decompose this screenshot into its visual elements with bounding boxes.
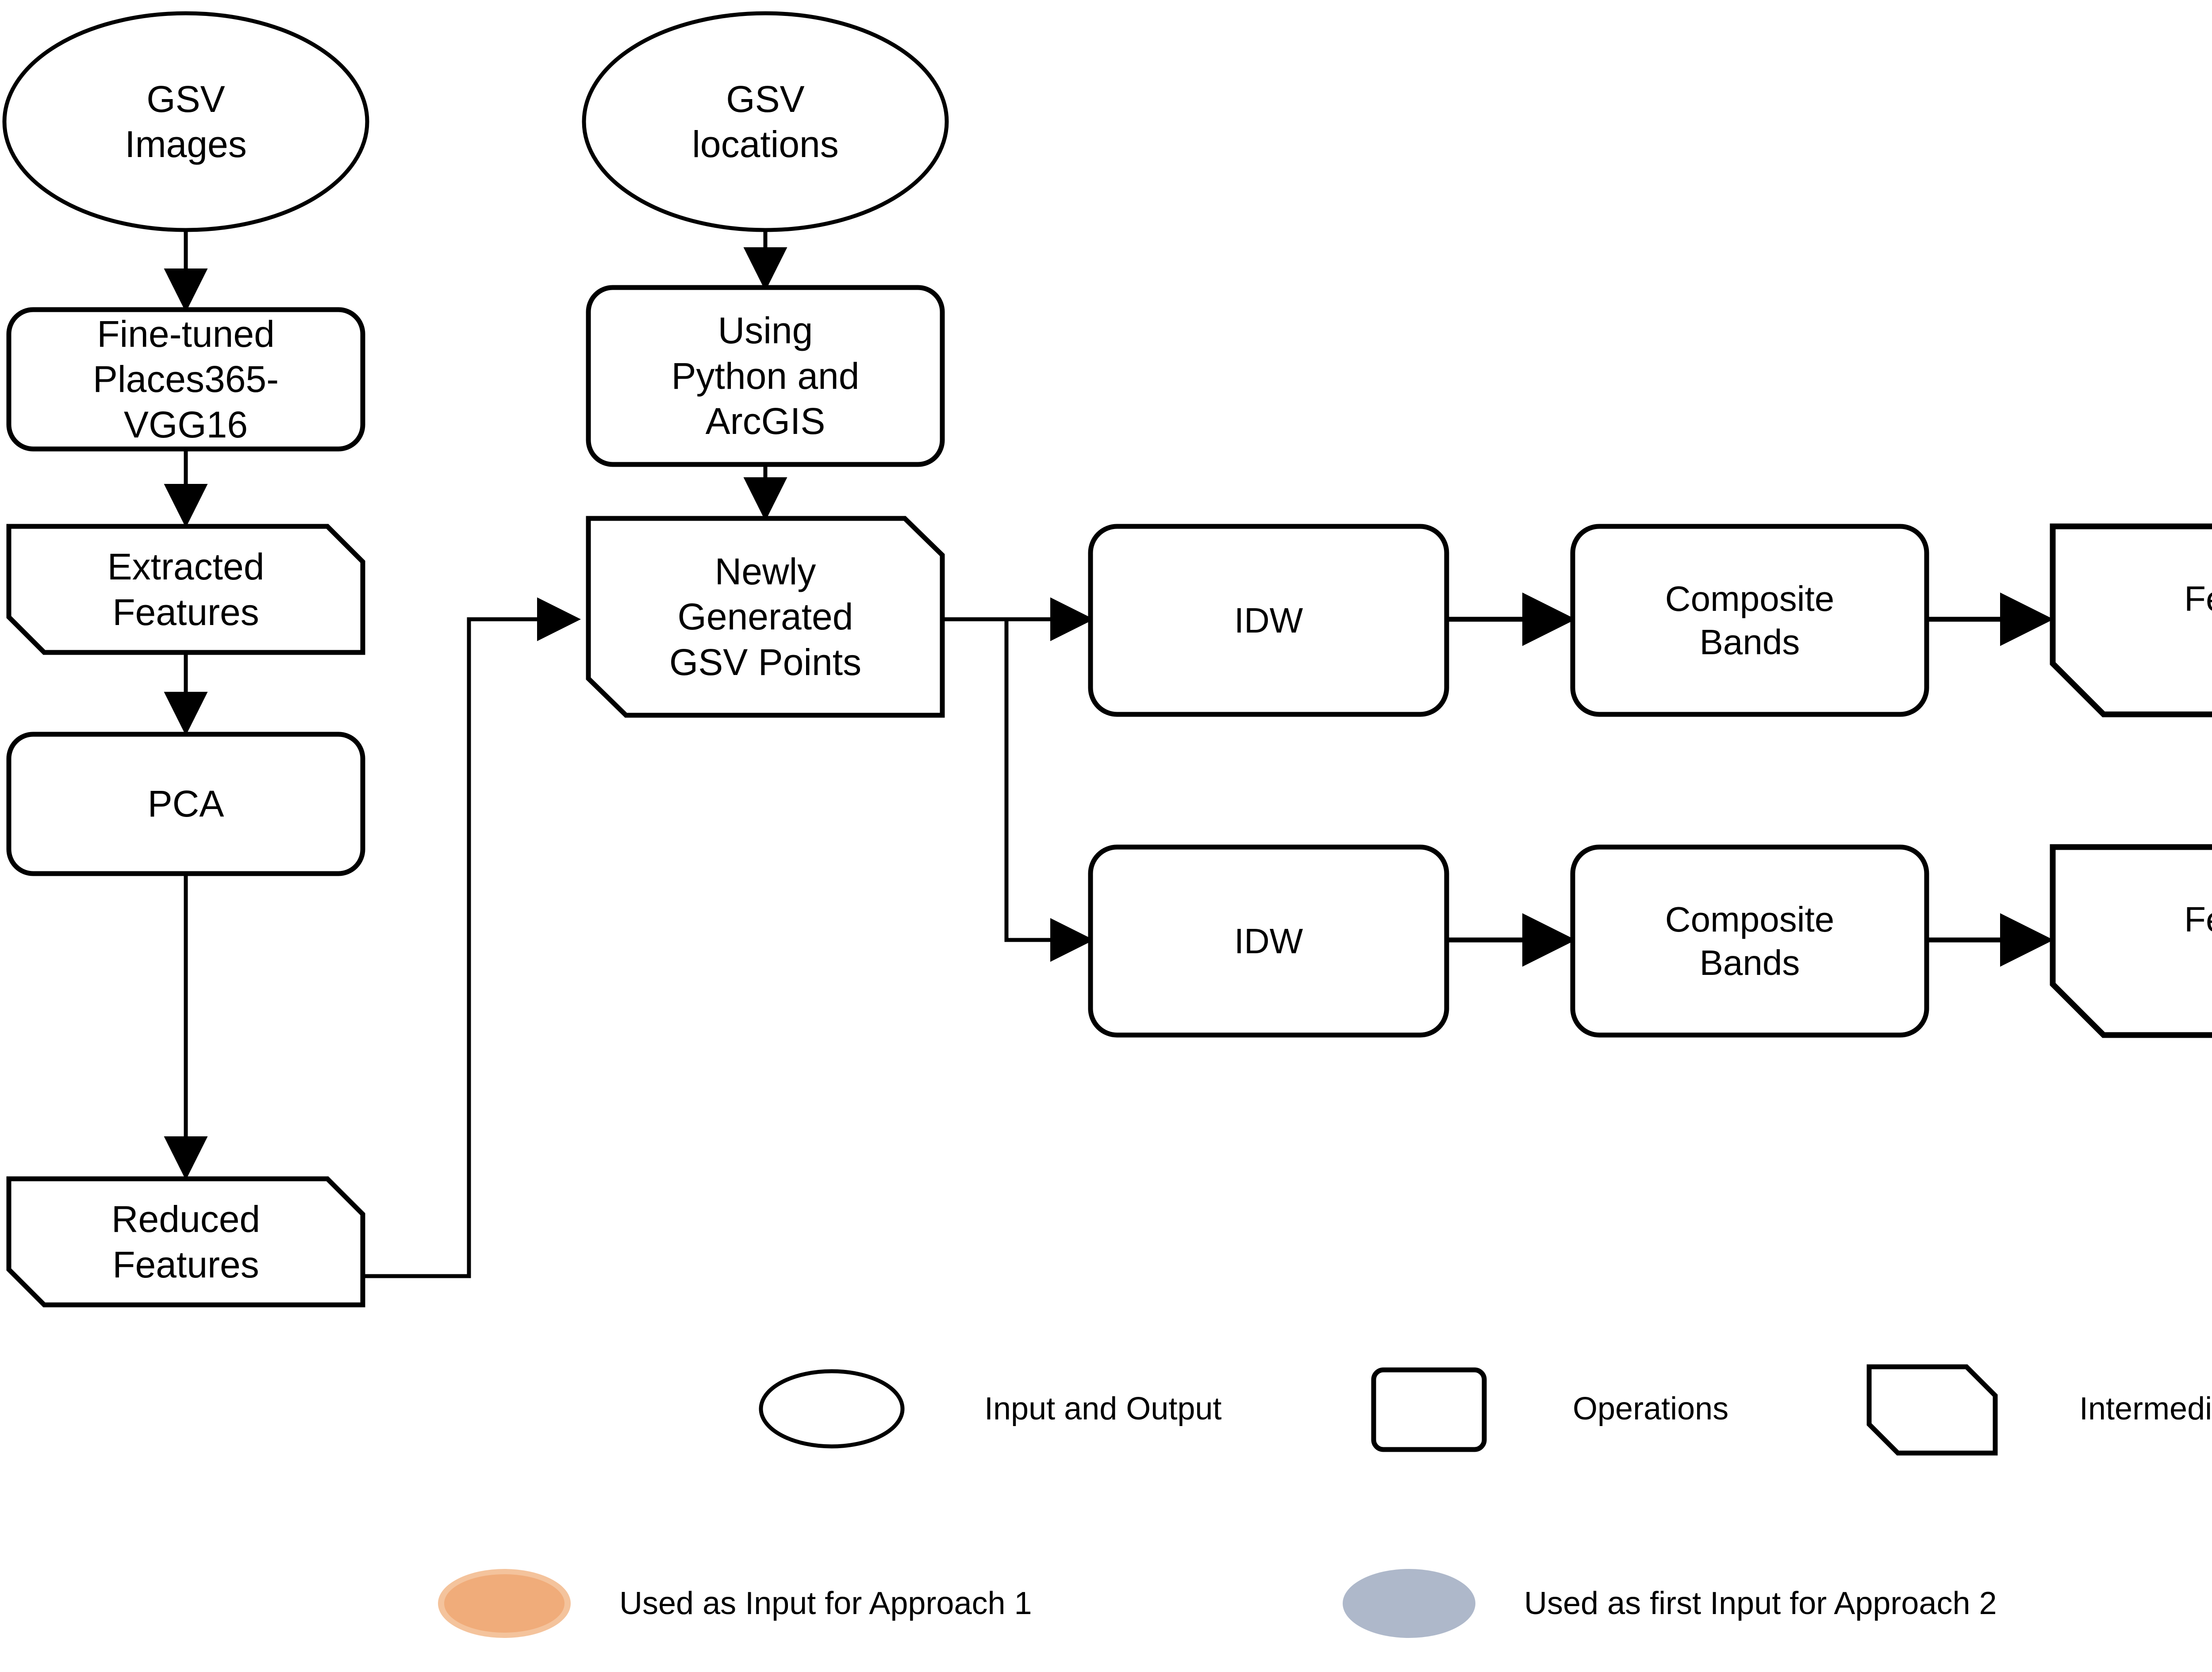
node-idw-top-shape[interactable] xyxy=(1088,524,1449,717)
node-gsv-locations-shape[interactable] xyxy=(582,11,949,232)
legend-color-approach-2-first-glyph xyxy=(1343,1569,1475,1638)
node-composite-bands-top-shape[interactable] xyxy=(1570,524,1929,717)
node-composite-bands-bottom-shape[interactable] xyxy=(1570,844,1929,1038)
edge-reduced-to-newly-generated xyxy=(363,597,581,1278)
node-feature-map-top-shape[interactable] xyxy=(2050,523,2212,717)
node-idw-bottom-shape[interactable] xyxy=(1088,844,1449,1038)
node-using-python-arcgis-shape[interactable] xyxy=(586,285,945,467)
legend-shape-intermediated-output-label: Intermediated output xyxy=(2079,1391,2212,1427)
node-gsv-images-shape[interactable] xyxy=(2,11,369,232)
legend-shape-input-output-label: Input and Output xyxy=(984,1391,1222,1427)
node-extracted-features-shape[interactable] xyxy=(6,524,365,655)
legend-color-approach-1-glyph-inner xyxy=(444,1574,565,1633)
node-pca-shape[interactable] xyxy=(6,732,365,876)
legend-shape-intermediated-output-glyph xyxy=(1866,1364,1998,1456)
edge-newly-generated-to-idw-bottom xyxy=(1004,619,1094,962)
node-newly-generated-points-shape[interactable] xyxy=(586,516,945,718)
legend-color-approach-1-label: Used as Input for Approach 1 xyxy=(619,1586,1032,1621)
node-fine-tuned-vgg-shape[interactable] xyxy=(6,307,365,452)
node-reduced-features-shape[interactable] xyxy=(6,1176,365,1308)
legend-shape-operations-glyph xyxy=(1371,1367,1487,1452)
legend-shape-input-output-glyph xyxy=(759,1369,905,1449)
legend-color-approach-2-first-label: Used as first Input for Approach 2 xyxy=(1524,1586,1997,1621)
legend-shape-operations-label: Operations xyxy=(1573,1391,1729,1427)
node-feature-map-bottom-shape[interactable] xyxy=(2050,844,2212,1038)
